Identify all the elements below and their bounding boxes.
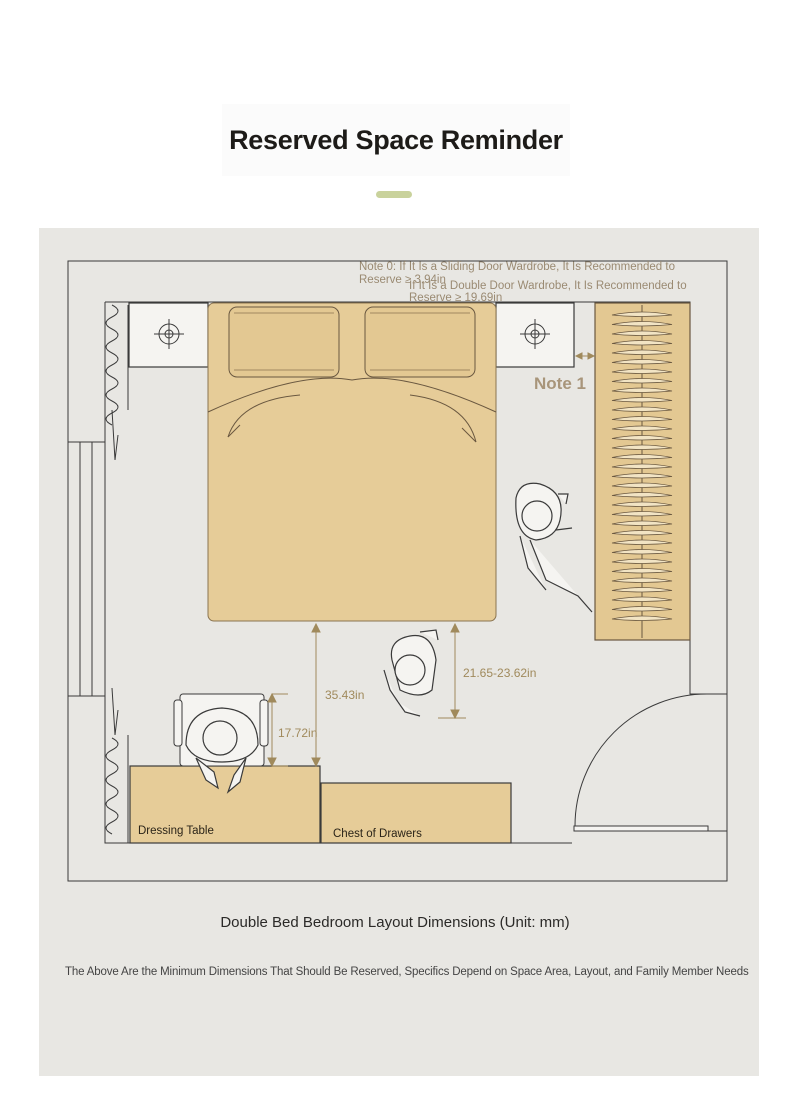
hanger (611, 387, 673, 393)
hanger (611, 311, 673, 317)
hanger (611, 606, 673, 612)
hanger (611, 482, 673, 488)
dimension-label-35in: 35.43in (325, 688, 364, 702)
hanger (611, 539, 673, 545)
dimension-bed-to-wall (311, 622, 321, 768)
note-double-line1: If It Is a Double Door Wardrobe, It Is R… (409, 280, 687, 292)
person-walking (383, 629, 439, 717)
hanger (611, 549, 673, 555)
dressing-table: Dressing Table (129, 765, 321, 844)
dressing-table-label: Dressing Table (138, 825, 214, 837)
window (67, 441, 106, 697)
hanger (611, 558, 673, 564)
hanger (611, 587, 673, 593)
dimension-walkway (438, 622, 466, 720)
hanger (611, 359, 673, 365)
hanger (611, 615, 673, 621)
dimension-chair (267, 692, 288, 768)
nightstand-left (128, 302, 209, 368)
hanger (611, 501, 673, 507)
hanger (611, 444, 673, 450)
note-sliding-line1: Note 0: If It Is a Sliding Door Wardrobe… (359, 261, 675, 273)
hanger (611, 397, 673, 403)
dimension-label-17in: 17.72in (278, 726, 317, 740)
hanger (611, 321, 673, 327)
hanger (611, 330, 673, 336)
hanger (611, 463, 673, 469)
page-title: Reserved Space Reminder (229, 124, 563, 155)
double-bed (207, 302, 497, 622)
hanger (611, 473, 673, 479)
person-at-wardrobe (515, 482, 593, 613)
dimension-label-walkway: 21.65-23.62in (463, 666, 536, 680)
hanger (611, 349, 673, 355)
hanger (611, 368, 673, 374)
hanger (611, 596, 673, 602)
diagram-subcaption: The Above Are the Minimum Dimensions Tha… (65, 966, 749, 978)
hanger (611, 378, 673, 384)
note-sliding-line2: Reserve ≥ 3.94in (359, 274, 446, 286)
hanger (611, 340, 673, 346)
hanger (611, 492, 673, 498)
hanger (611, 454, 673, 460)
hanger (611, 530, 673, 536)
note-1-marker: Note 1 (534, 374, 586, 393)
hanger (611, 520, 673, 526)
curtain-bottom (105, 687, 129, 843)
person-seated (185, 707, 259, 794)
hanger (611, 406, 673, 412)
hanger (611, 416, 673, 422)
hanger (611, 435, 673, 441)
hanger (611, 425, 673, 431)
wardrobe-gap-arrow (574, 352, 596, 360)
title-box: Reserved Space Reminder (222, 104, 570, 176)
hanger (611, 577, 673, 583)
curtain-top (105, 304, 129, 461)
hanger (611, 511, 673, 517)
note-double-line2: Reserve ≥ 19.69in (409, 292, 502, 304)
hanger (611, 568, 673, 574)
door (573, 693, 709, 832)
chest-of-drawers: Chest of Drawers (320, 782, 512, 844)
diagram-caption: Double Bed Bedroom Layout Dimensions (Un… (220, 914, 570, 931)
title-accent-bar (376, 191, 412, 198)
wardrobe (594, 302, 691, 641)
nightstand-right (495, 302, 575, 368)
chest-of-drawers-label: Chest of Drawers (333, 828, 422, 840)
